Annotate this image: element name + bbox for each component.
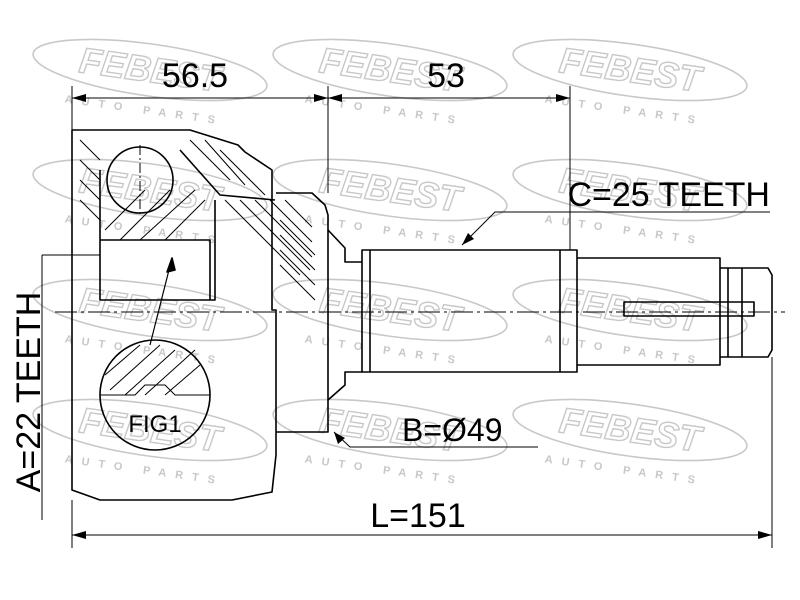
- watermark-sub: AUTO PARTS: [544, 93, 705, 127]
- watermark-sub: AUTO PARTS: [544, 333, 705, 367]
- shaft-taper: [327, 229, 362, 401]
- watermark-sub: AUTO PARTS: [544, 213, 705, 247]
- spline-a-label: A=22 TEETH: [10, 292, 48, 493]
- watermark-brand: FEBEST: [557, 399, 706, 460]
- spline-c-label: C=25 TEETH: [567, 176, 770, 214]
- watermark-brand: FEBEST: [557, 39, 706, 100]
- threaded-end: [720, 267, 773, 358]
- flange: [276, 192, 329, 433]
- dim-top-left-label: 56.5: [162, 57, 228, 95]
- diameter-b-label: B=Ø49: [402, 412, 503, 448]
- watermark-sub: AUTO PARTS: [64, 93, 225, 127]
- watermark-sub: AUTO PARTS: [64, 213, 225, 247]
- fig1-label: FIG1: [128, 411, 181, 438]
- watermark-brand: FEBEST: [317, 279, 466, 340]
- watermark-sub: AUTO PARTS: [64, 453, 225, 487]
- dim-top-right-label: 53: [427, 57, 465, 95]
- outer-housing: [71, 129, 277, 501]
- length-l-label: L=151: [370, 497, 466, 535]
- watermark-brand: FEBEST: [557, 279, 706, 340]
- spline-section: [361, 249, 578, 373]
- watermark-sub: AUTO PARTS: [64, 333, 225, 367]
- watermark-brand: FEBEST: [317, 159, 466, 220]
- watermark-sub: AUTO PARTS: [304, 453, 465, 487]
- watermark-sub: AUTO PARTS: [544, 453, 705, 487]
- fig1-leader: [149, 257, 173, 346]
